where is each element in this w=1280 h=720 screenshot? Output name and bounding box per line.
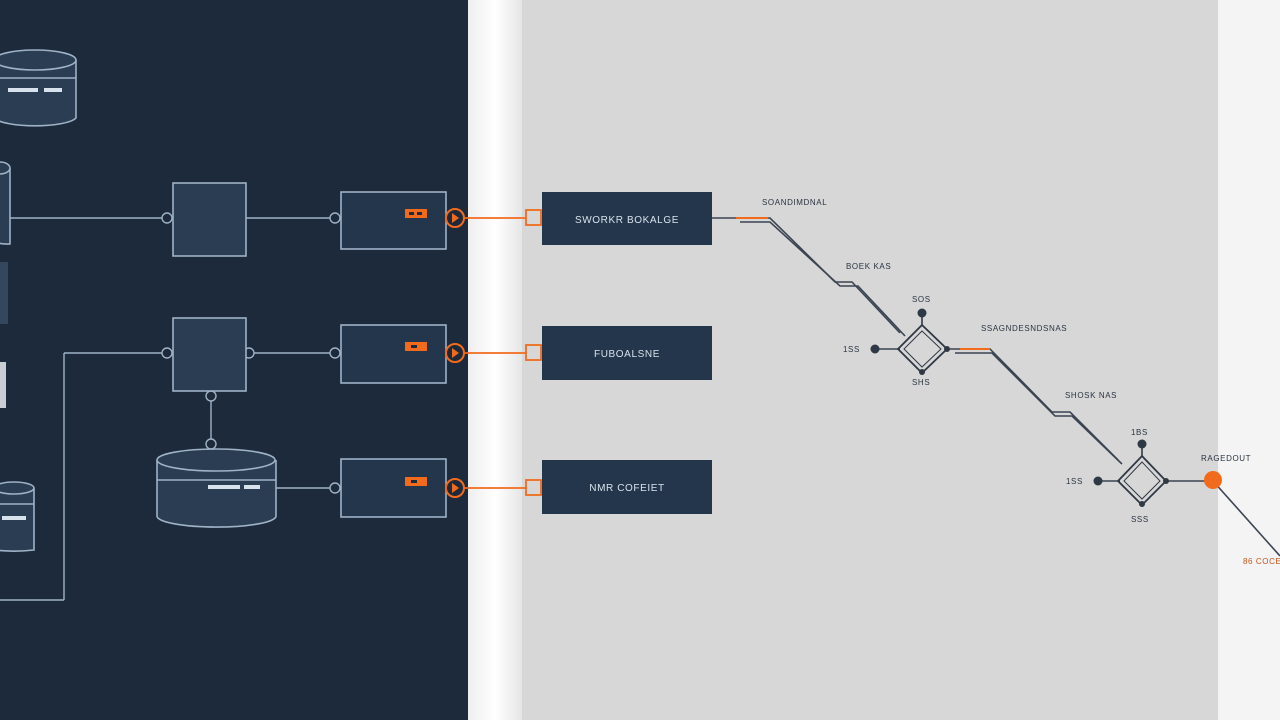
flow-label: 1BS [1131, 428, 1148, 437]
flow-label: SHS [912, 378, 930, 387]
database-center[interactable] [156, 448, 277, 528]
flow-label: SSS [1131, 515, 1149, 524]
flow-label: 86 COCE [1243, 557, 1280, 566]
orange-connectors [454, 217, 526, 489]
flow-label: SHOSK NAS [1065, 391, 1117, 400]
connector-lines-dark [0, 217, 336, 601]
divider-strip [468, 0, 522, 720]
process-box-3[interactable] [340, 458, 447, 518]
flow-label: 1SS [843, 345, 860, 354]
output-box-2[interactable]: FUBOALSNE [542, 326, 712, 380]
junction-node-2-ports [1093, 439, 1169, 507]
side-panel-element [0, 362, 6, 408]
database-top[interactable] [0, 49, 77, 127]
database-left-partial[interactable] [0, 161, 11, 245]
input-square-ports[interactable] [525, 209, 542, 496]
process-box-1[interactable] [340, 191, 447, 250]
output-box-2-label: FUBOALSNE [594, 349, 660, 360]
flow-label: RAGEDOUT [1201, 454, 1251, 463]
process-box-2[interactable] [340, 324, 447, 384]
flow-label: SOANDIMDNAL [762, 198, 827, 207]
flow-label: BOEK KAS [846, 262, 891, 271]
orange-flow-segments [736, 217, 990, 350]
status-indicator [405, 209, 427, 218]
output-box-1-label: SWORKR BOKALGE [575, 215, 679, 226]
flow-label: 1SS [1066, 477, 1083, 486]
output-box-3-label: NMR COFEIET [589, 483, 665, 494]
server-node-1[interactable] [172, 182, 247, 257]
output-box-3[interactable]: NMR COFEIET [542, 460, 712, 514]
output-endpoint[interactable] [1204, 471, 1222, 489]
flow-label: SOS [912, 295, 931, 304]
orange-port-arrows [452, 213, 459, 493]
flow-label: SSAGNDESNDSNAS [981, 324, 1067, 333]
right-edge-strip [1218, 0, 1280, 720]
server-node-2[interactable] [172, 317, 247, 392]
junction-node-1-ports [870, 308, 950, 375]
database-bottom-left[interactable] [0, 481, 35, 552]
side-panel-element [0, 262, 8, 324]
output-box-1[interactable]: SWORKR BOKALGE [542, 192, 712, 245]
